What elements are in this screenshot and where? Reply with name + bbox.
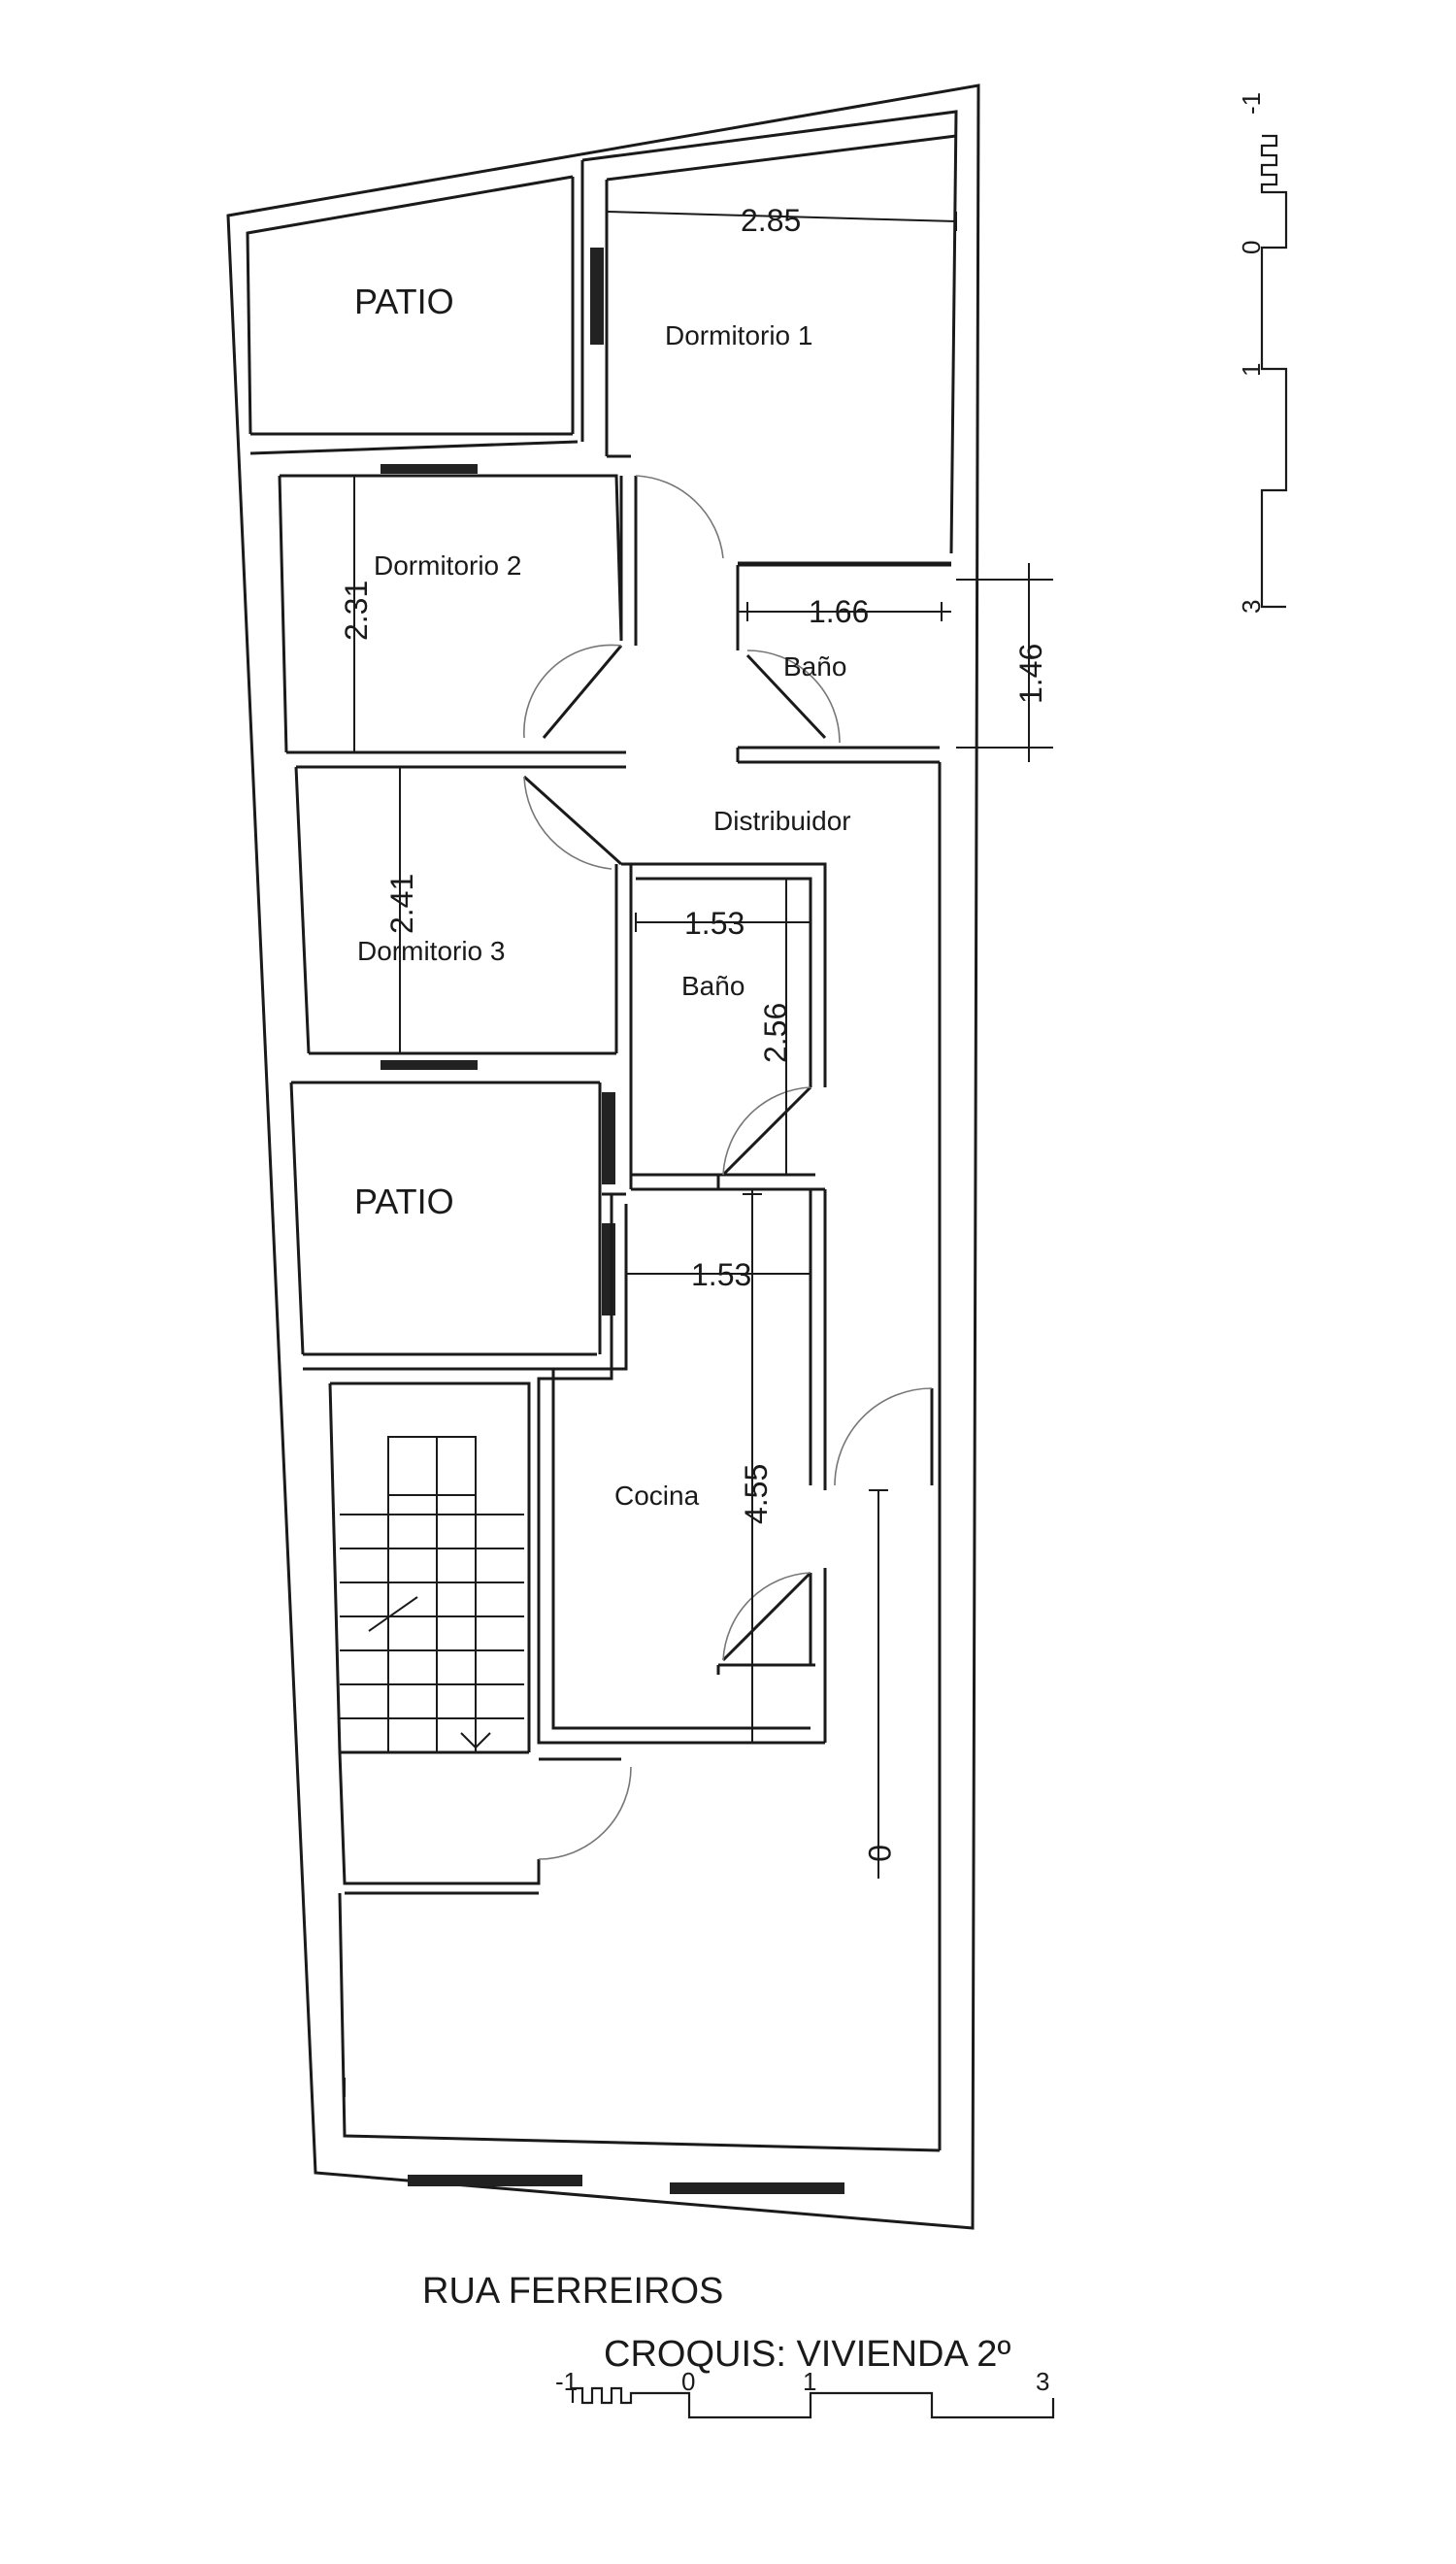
dormitorio-3-walls	[294, 766, 633, 1189]
scale-horizontal-label-1: 1	[803, 2367, 816, 2396]
room-label-bano-1: Baño	[783, 651, 846, 682]
window-patio2-right	[602, 1092, 615, 1184]
scale-bar-vertical	[1260, 134, 1288, 609]
room-label-dormitorio-1: Dormitorio 1	[665, 320, 812, 350]
scale-horizontal-label-minus1: -1	[555, 2367, 578, 2396]
dim-cocina-height: 4.55	[739, 1464, 774, 1524]
scale-vertical-label-0: 0	[1237, 241, 1266, 254]
outer-walls	[226, 83, 980, 2230]
scale-vertical-label-1: 1	[1237, 363, 1266, 377]
dim-dormitorio-3-height: 2.41	[384, 874, 419, 934]
window-patio-dorm1	[590, 248, 604, 345]
window-front-right	[670, 2182, 844, 2194]
room-label-bano-2: Baño	[681, 971, 745, 1001]
room-label-patio-bottom: PATIO	[354, 1182, 454, 1221]
street-name: RUA FERREIROS	[422, 2271, 723, 2312]
dimension-lines	[344, 202, 1053, 2097]
dim-dormitorio-1-width: 2.85	[741, 203, 801, 238]
scale-bar-horizontal	[571, 2386, 1055, 2419]
drawing-title: CROQUIS: VIVIENDA 2º	[604, 2334, 1010, 2375]
scale-vertical-label-minus1: -1	[1237, 92, 1266, 115]
dormitorio-2-walls	[278, 474, 638, 769]
top-block	[249, 134, 957, 565]
window-patio2-right-low	[602, 1223, 615, 1315]
window-dorm2-top	[381, 464, 478, 474]
doors	[522, 475, 934, 1860]
dim-dormitorio-2-height: 2.31	[339, 581, 374, 641]
window-front-left	[408, 2175, 582, 2186]
room-label-patio-top: PATIO	[354, 282, 454, 321]
room-label-dormitorio-3: Dormitorio 3	[357, 936, 505, 966]
scale-horizontal-label-3: 3	[1036, 2367, 1049, 2396]
stair-block	[328, 1382, 621, 1895]
patio-bottom-walls	[289, 1081, 626, 1371]
dim-bano-2-height: 2.56	[758, 1003, 793, 1063]
scale-vertical-label-3: 3	[1237, 600, 1266, 614]
room-label-cocina: Cocina	[614, 1481, 700, 1511]
room-label-dormitorio-2: Dormitorio 2	[374, 550, 521, 581]
window-dorm3-bottom	[381, 1060, 478, 1070]
dim-cocina-width: 1.53	[691, 1257, 751, 1292]
room-label-distribuidor: Distribuidor	[713, 806, 851, 836]
dim-bano-2-width: 1.53	[684, 906, 745, 941]
bano-1-walls	[736, 563, 951, 764]
dim-bano-1-height: 1.46	[1013, 644, 1048, 704]
dim-corridor-mark: 0	[862, 1845, 897, 1862]
cocina-walls	[537, 1189, 827, 1745]
scale-horizontal-label-0: 0	[681, 2367, 695, 2396]
dim-bano-1-width: 1.66	[809, 594, 869, 629]
